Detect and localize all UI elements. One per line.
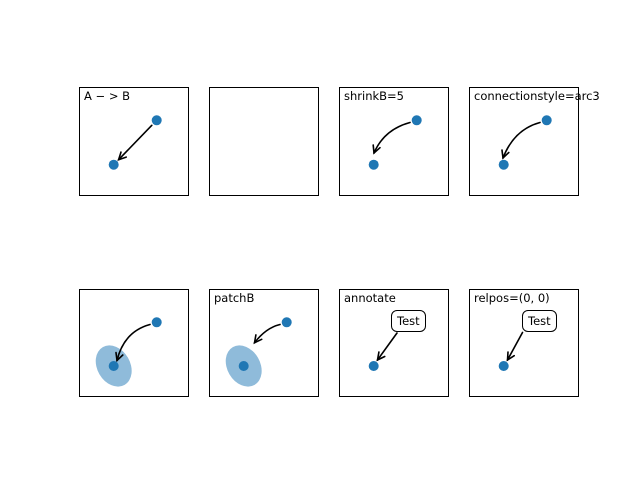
subplot-patchb: patchB — [209, 289, 319, 397]
subplot-annotate: annotate Test — [339, 289, 449, 397]
arrowhead-icon — [376, 351, 386, 362]
lower-dot — [108, 159, 119, 170]
arrowhead-icon — [372, 144, 381, 155]
panel-title: patchB — [214, 291, 255, 305]
curved-arrow-line — [253, 323, 281, 344]
curved-arrow-line — [116, 323, 151, 362]
lower-dot — [238, 361, 249, 371]
arrowhead-icon — [501, 149, 510, 160]
upper-dot — [281, 317, 292, 328]
annotation-arrow-line — [376, 332, 398, 361]
subplot-ellipse — [79, 289, 189, 397]
panel-title: connectionstyle=arc3 — [474, 89, 600, 103]
panel-title: relpos=(0, 0) — [474, 291, 550, 305]
panel-canvas — [498, 331, 524, 371]
panel-title: A − > B — [84, 89, 130, 103]
subplot-connectionstyle: connectionstyle=arc3 — [469, 87, 600, 196]
panel-canvas — [368, 115, 422, 170]
subplot-empty — [209, 87, 319, 196]
curved-arrow-line — [373, 121, 411, 154]
upper-dot — [411, 115, 422, 126]
arrowhead-icon — [253, 334, 263, 345]
panel-canvas — [95, 317, 162, 387]
annotation-arrow-line — [506, 331, 524, 361]
subplot-a-to-b: A − > B — [79, 87, 189, 196]
lower-dot — [368, 159, 379, 170]
panel-canvas — [368, 332, 398, 371]
curved-arrow-line — [502, 121, 541, 159]
panel-canvas — [498, 115, 552, 170]
panel-canvas — [108, 115, 162, 170]
panel-title: shrinkB=5 — [344, 89, 404, 103]
subplot-shrinkb: shrinkB=5 — [339, 87, 449, 196]
subplot-relpos: relpos=(0, 0) Test — [469, 289, 579, 397]
lower-dot — [498, 361, 509, 371]
test-label-box: Test — [391, 310, 426, 332]
straight-arrow-line — [117, 124, 153, 161]
lower-dot — [368, 361, 379, 371]
lower-dot — [108, 361, 119, 371]
upper-dot — [151, 115, 162, 126]
test-label-box: Test — [522, 310, 557, 332]
arrowhead-icon — [115, 351, 124, 363]
upper-dot — [151, 317, 162, 328]
upper-dot — [541, 115, 552, 126]
arrowhead-icon — [117, 151, 127, 161]
panel-canvas — [225, 317, 292, 387]
arrowhead-icon — [506, 351, 515, 362]
lower-dot — [498, 159, 509, 170]
panel-title: annotate — [344, 291, 396, 305]
